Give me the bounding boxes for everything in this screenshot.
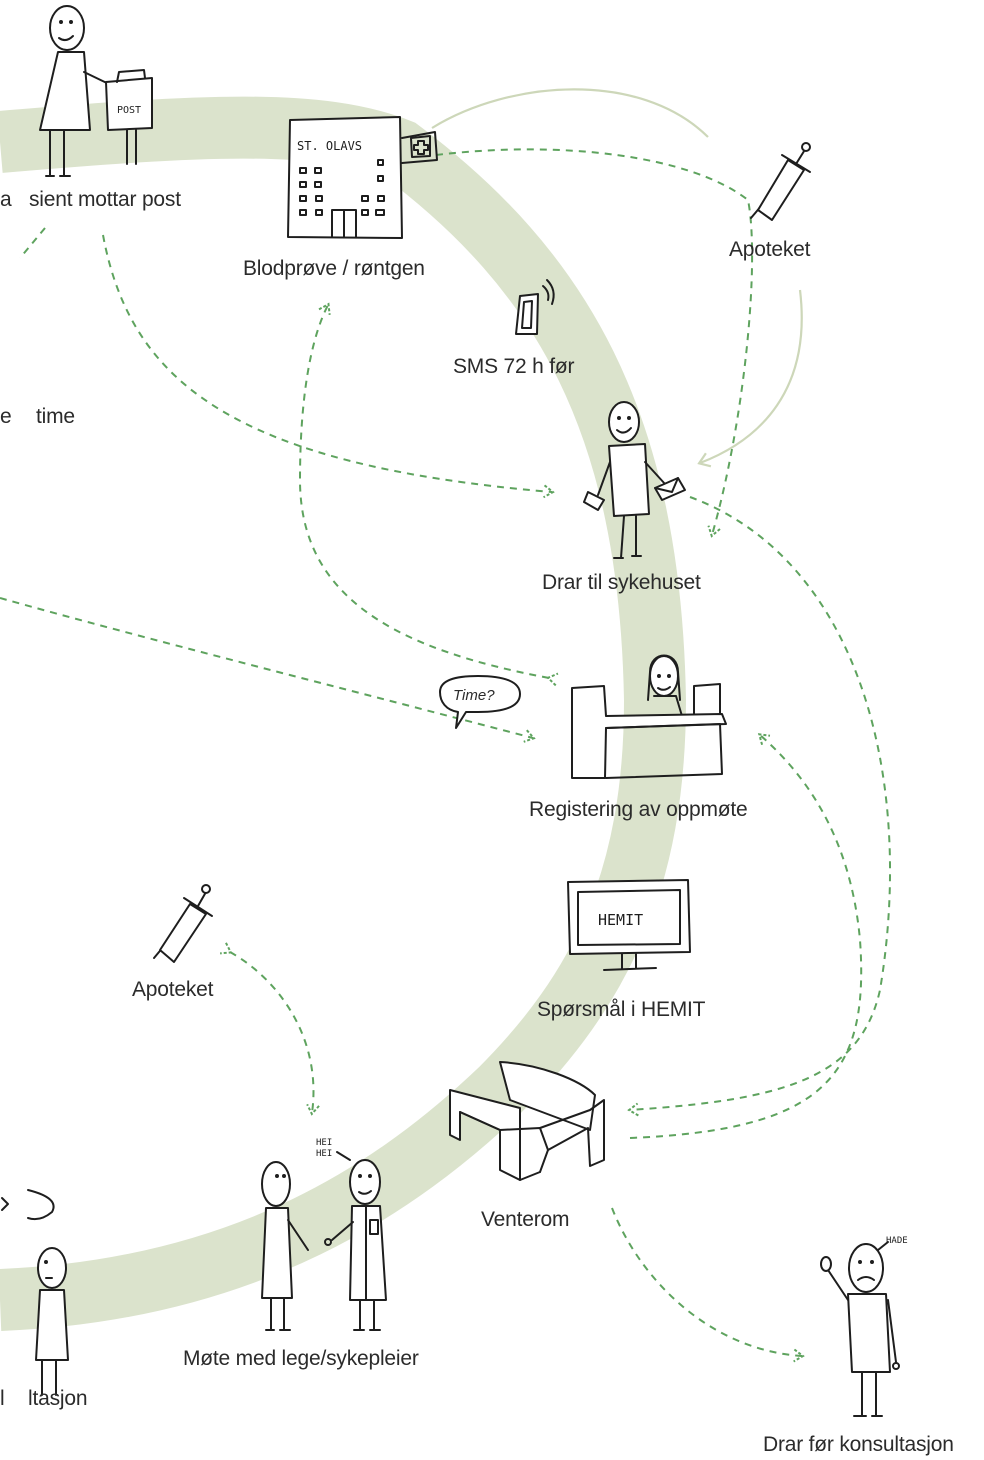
solid-arrow-pharmacy-patient bbox=[697, 289, 803, 468]
label-registration: Registering av oppmøte bbox=[529, 798, 748, 821]
dashed-arrow-waitingroom-registration bbox=[629, 735, 863, 1139]
dashed-arrow-waitingroom-leave bbox=[611, 1207, 802, 1356]
journey-path-band bbox=[0, 96, 687, 1331]
dashed-arrow-patient-waitingroom bbox=[630, 496, 891, 1110]
hemit-monitor-icon bbox=[567, 879, 691, 971]
hemit-screen-text: HEMIT bbox=[598, 911, 643, 929]
label-partial-e: e bbox=[0, 405, 12, 428]
leaving-person-icon bbox=[820, 1241, 900, 1417]
dashed-arrow-hospital-pharmacy bbox=[435, 148, 754, 535]
dashed-arrow-pharmacy-meeting bbox=[230, 952, 313, 1113]
hospital-name-text: ST. OLAVS bbox=[297, 139, 362, 153]
hade-text: HADE bbox=[886, 1236, 908, 1246]
sofa-icon bbox=[449, 1061, 605, 1181]
label-time-partial: time bbox=[36, 405, 75, 428]
dashed-arrow-mail-patient bbox=[102, 234, 552, 492]
dashed-arrow-left-registration-1 bbox=[0, 597, 533, 738]
hei-text-2: HEI bbox=[316, 1149, 332, 1159]
dashed-arrow-mail-left bbox=[19, 227, 46, 259]
person-mailbox-icon bbox=[39, 5, 153, 177]
patient-meeting-icon bbox=[261, 1161, 309, 1331]
solid-arrow-pharmacy-hospital bbox=[431, 88, 709, 138]
label-hemit: Spørsmål i HEMIT bbox=[537, 998, 706, 1021]
label-consultation-partial: ltasjon bbox=[28, 1387, 88, 1410]
partial-person-icon bbox=[1, 1189, 69, 1396]
label-patient-mail: sient mottar post bbox=[29, 188, 181, 211]
dashed-arrow-bloodtest-registration bbox=[298, 305, 549, 678]
label-meeting: Møte med lege/sykepleier bbox=[183, 1347, 419, 1370]
label-blood-xray: Blodprøve / røntgen bbox=[243, 257, 425, 280]
label-partial-a: a bbox=[0, 188, 12, 211]
syringe-icon-bottom bbox=[153, 884, 213, 963]
label-goes-hospital: Drar til sykehuset bbox=[542, 571, 701, 594]
phone-icon bbox=[515, 279, 555, 335]
doctor-icon bbox=[324, 1151, 387, 1331]
post-sign-text: POST bbox=[117, 105, 141, 116]
syringe-icon-top bbox=[750, 142, 811, 221]
label-leaves: Drar før konsultasjon bbox=[763, 1433, 954, 1456]
label-pharmacy-top: Apoteket bbox=[729, 238, 811, 261]
reception-desk-icon bbox=[571, 654, 727, 779]
label-waiting-room: Venterom bbox=[481, 1208, 570, 1231]
time-bubble-text: Time? bbox=[453, 687, 495, 704]
time-speech-bubble-icon bbox=[439, 675, 521, 729]
patient-traveling-icon bbox=[583, 401, 686, 559]
hospital-building-icon bbox=[287, 116, 438, 239]
label-pharmacy-bottom: Apoteket bbox=[132, 978, 214, 1001]
label-partial-l: l bbox=[0, 1387, 5, 1410]
hei-text-1: HEI bbox=[316, 1138, 332, 1148]
label-sms: SMS 72 h før bbox=[453, 355, 575, 378]
